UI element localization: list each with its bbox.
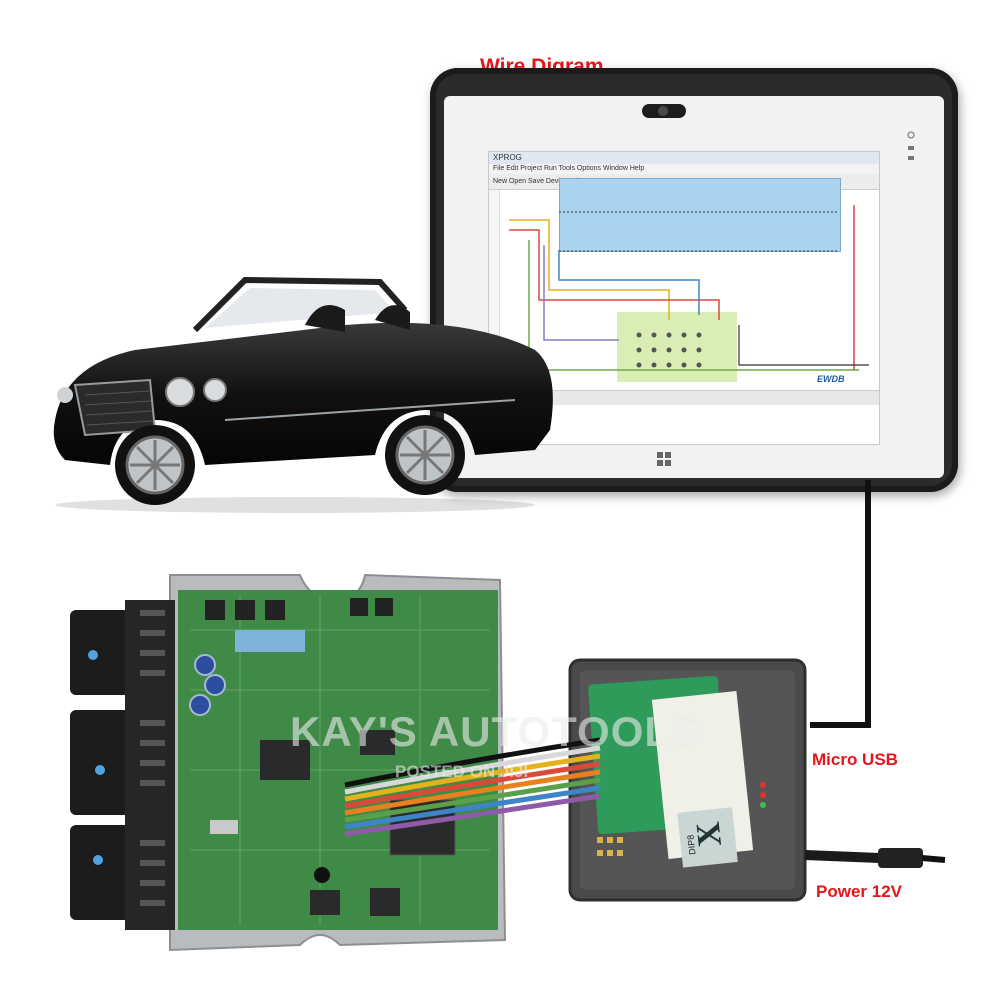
camera-icon	[642, 104, 686, 118]
power-12v-label: Power 12V	[816, 882, 902, 901]
watermark-subtext: POSTED ON JIJI	[395, 762, 529, 781]
windows-logo-icon[interactable]	[657, 452, 671, 466]
window-menubar[interactable]: File Edit Project Run Tools Options Wind…	[489, 164, 879, 174]
tablet-screen[interactable]: XPROG File Edit Project Run Tools Option…	[488, 151, 880, 445]
ewdb-brand-logo: EWDB	[817, 374, 845, 384]
dip8-adapter-label: DIP8	[685, 834, 697, 855]
xprog-programmer-box-image: X DIP8	[568, 658, 807, 902]
toolbox-panel	[489, 190, 500, 390]
micro-usb-label: Micro USB	[812, 750, 898, 769]
tablet-side-buttons-icon	[907, 131, 915, 160]
convertible-car-image	[53, 276, 553, 513]
ecu-circuit-board-image	[70, 573, 507, 952]
windows-taskbar[interactable]	[539, 390, 879, 405]
watermark-text: KAY'S AUTOTOOLS	[290, 708, 701, 755]
xprog-logo-text: X	[690, 820, 729, 849]
window-titlebar: XPROG	[489, 152, 879, 164]
